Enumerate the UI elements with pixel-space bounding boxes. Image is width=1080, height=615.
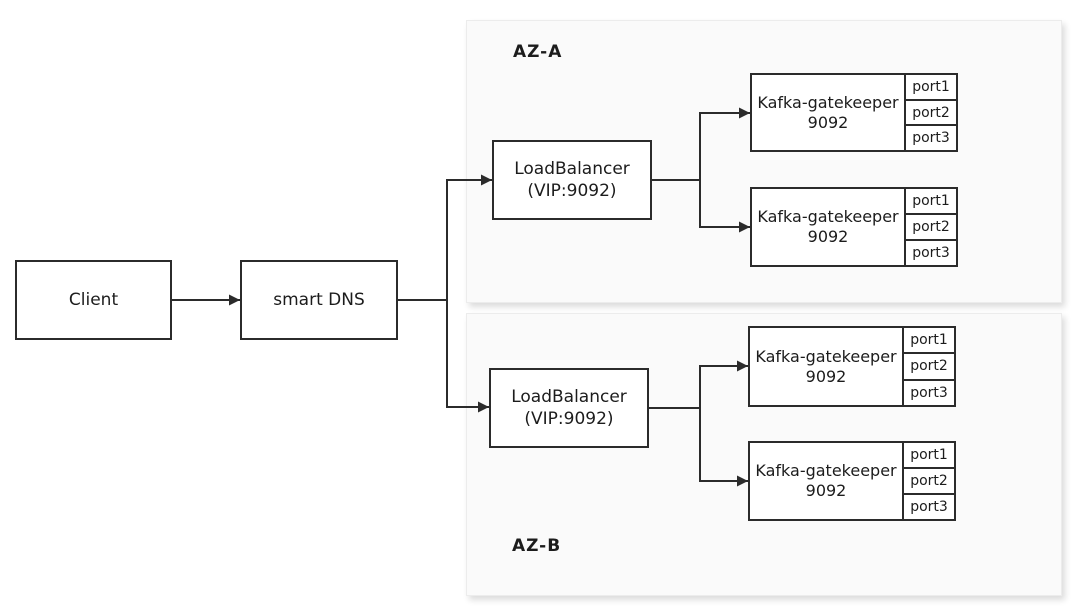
gatekeeper-a1-node: Kafka-gatekeeper 9092 port1 port2 port3 bbox=[750, 73, 958, 152]
load-balancer-a-title: LoadBalancer bbox=[514, 158, 630, 179]
port-cell: port2 bbox=[904, 467, 954, 495]
gatekeeper-a2-ports: port1 port2 port3 bbox=[904, 189, 956, 265]
gatekeeper-b1-node: Kafka-gatekeeper 9092 port1 port2 port3 bbox=[748, 326, 956, 407]
load-balancer-a-node: LoadBalancer (VIP:9092) bbox=[492, 140, 652, 220]
port-cell: port1 bbox=[912, 193, 950, 209]
gatekeeper-a1-subtitle: 9092 bbox=[807, 112, 849, 132]
gatekeeper-b1-subtitle: 9092 bbox=[805, 366, 847, 386]
port-cell: port1 bbox=[912, 78, 950, 95]
gatekeeper-a1-title: Kafka-gatekeeper bbox=[757, 92, 899, 112]
port-cell: port2 bbox=[906, 98, 956, 127]
gatekeeper-a2-node: Kafka-gatekeeper 9092 port1 port2 port3 bbox=[750, 187, 958, 267]
gatekeeper-a2-subtitle: 9092 bbox=[807, 227, 849, 246]
zone-az-b-label: AZ-B bbox=[512, 536, 562, 556]
port-cell: port3 bbox=[910, 499, 948, 515]
load-balancer-b-subtitle: (VIP:9092) bbox=[524, 409, 614, 429]
load-balancer-b-node: LoadBalancer (VIP:9092) bbox=[489, 368, 649, 448]
gatekeeper-b2-subtitle: 9092 bbox=[805, 481, 847, 500]
gatekeeper-a1-ports: port1 port2 port3 bbox=[904, 75, 956, 150]
client-node: Client bbox=[15, 260, 172, 340]
port-cell: port2 bbox=[904, 352, 954, 381]
client-node-label: Client bbox=[68, 289, 119, 310]
gatekeeper-b2-ports: port1 port2 port3 bbox=[902, 443, 954, 519]
load-balancer-a-subtitle: (VIP:9092) bbox=[527, 181, 617, 201]
port-cell: port3 bbox=[912, 130, 950, 147]
zone-az-a-label: AZ-A bbox=[513, 42, 563, 62]
gatekeeper-a2-title: Kafka-gatekeeper bbox=[757, 207, 899, 226]
gatekeeper-b1-title: Kafka-gatekeeper bbox=[755, 346, 897, 366]
port-cell: port3 bbox=[910, 384, 948, 401]
gatekeeper-b2-node: Kafka-gatekeeper 9092 port1 port2 port3 bbox=[748, 441, 956, 521]
port-cell: port2 bbox=[906, 213, 956, 241]
gatekeeper-b1-ports: port1 port2 port3 bbox=[902, 328, 954, 405]
smart-dns-node-label: smart DNS bbox=[273, 289, 365, 310]
load-balancer-b-title: LoadBalancer bbox=[511, 386, 627, 407]
port-cell: port3 bbox=[912, 245, 950, 261]
port-cell: port1 bbox=[910, 447, 948, 463]
gatekeeper-b2-title: Kafka-gatekeeper bbox=[755, 461, 897, 480]
port-cell: port1 bbox=[910, 332, 948, 349]
smart-dns-node: smart DNS bbox=[240, 260, 398, 340]
